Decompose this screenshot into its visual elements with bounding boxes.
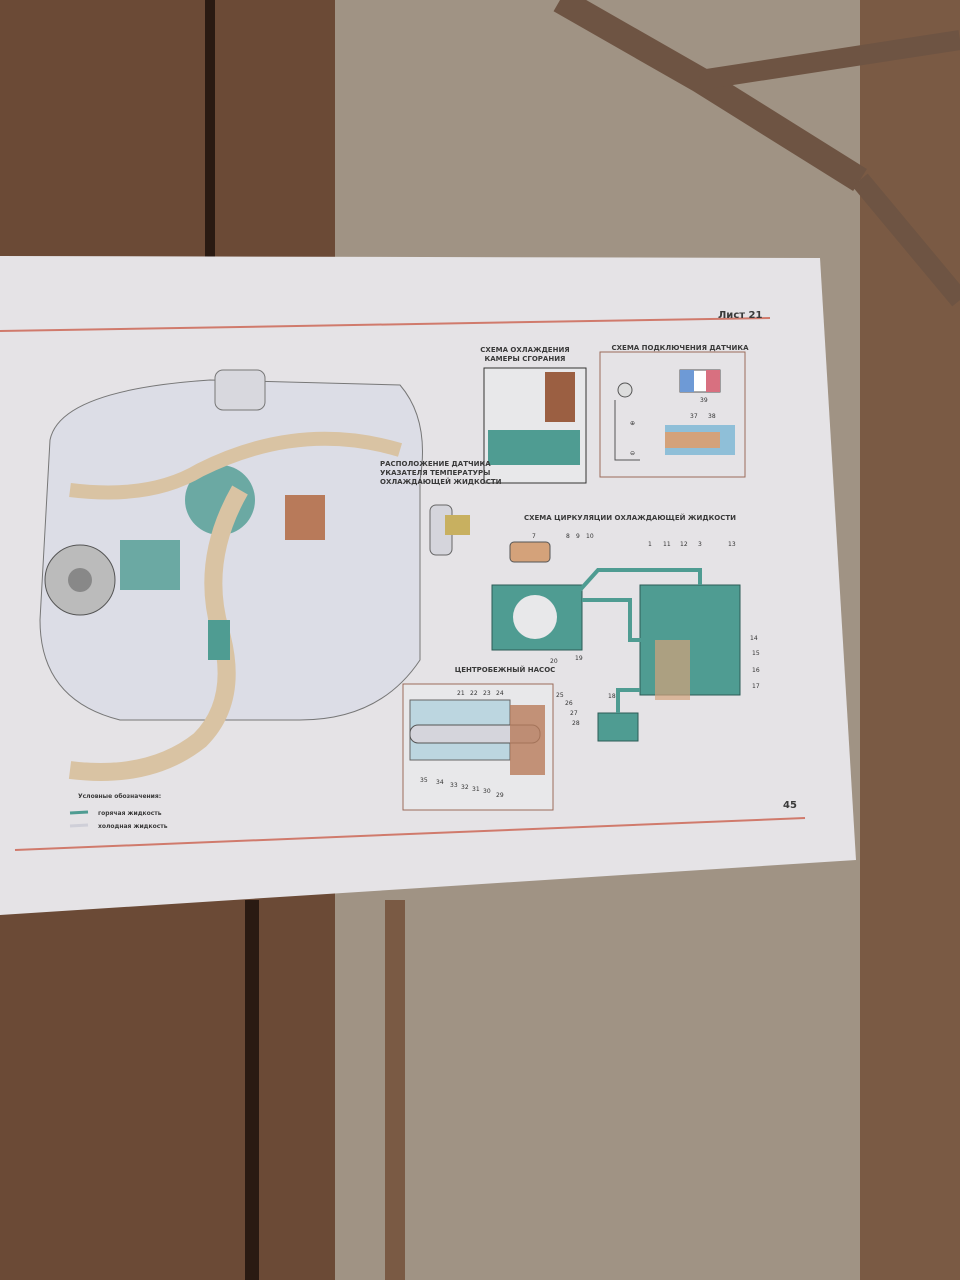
callout: 9 [576,533,580,540]
sheet-label: Лист 21 [718,310,762,321]
cold-fluid-arrow-icon [69,823,89,828]
callout: 12 [680,541,688,548]
carpet-dark-stripe [245,900,259,1280]
callout: 14 [750,635,758,642]
callout: 33 [450,782,458,789]
pump-title: ЦЕНТРОБЕЖНЫЙ НАСОС [455,665,556,674]
combustion-cooling-diagram [483,367,587,484]
callout: 32 [461,784,469,791]
callout: 11 [663,541,671,548]
carpet-pattern-line [698,30,960,90]
callout: 16 [752,667,760,674]
callout: 24 [496,690,504,697]
callout: 30 [483,788,491,795]
combustion-cooling-title-1: СХЕМА ОХЛАЖДЕНИЯ [480,346,569,354]
callout: 23 [483,690,491,697]
callout: 39 [700,397,708,404]
sensor-wiring-diagram: ⊕ ⊖ 39 37 38 [599,351,746,478]
legend: Условные обозначения: горячая жидкость х… [69,793,168,830]
svg-text:⊖: ⊖ [630,450,635,457]
callout: 8 [566,533,570,540]
legend-title: Условные обозначения: [78,793,161,800]
callout: 31 [472,786,480,793]
callout: 20 [550,658,558,665]
callout: 18 [608,693,616,700]
sensor-location-title-2: УКАЗАТЕЛЯ ТЕМПЕРАТУРЫ [380,469,490,477]
callout: 7 [532,533,536,540]
callout: 27 [570,710,578,717]
callout: 3 [698,541,702,548]
callout: 21 [457,690,465,697]
callout: 25 [556,692,564,699]
legend-cold: холодная жидкость [98,823,168,830]
circulation-diagram: 7 8 9 10 1 11 12 3 13 14 15 16 17 18 19 … [491,533,760,742]
callout: 34 [436,779,444,786]
carpet-dark-stripe [205,0,215,260]
sensor-wiring-title: СХЕМА ПОДКЛЮЧЕНИЯ ДАТЧИКА [612,344,750,352]
sensor-location-diagram [429,504,470,556]
callout: 1 [648,541,652,548]
callout: 28 [572,720,580,727]
circulation-title: СХЕМА ЦИРКУЛЯЦИИ ОХЛАЖДАЮЩЕЙ ЖИДКОСТИ [524,513,736,522]
hot-fluid-arrow-icon [69,810,89,815]
callout: 26 [565,700,573,707]
callout: 17 [752,683,760,690]
callout: 37 [690,413,698,420]
callout: 22 [470,690,478,697]
carpet-brown-band [385,900,405,1280]
callout: 15 [752,650,760,657]
carpet-pattern-line [852,173,960,307]
top-rule [0,317,771,332]
combustion-cooling-title-2: КАМЕРЫ СГОРАНИЯ [485,355,566,363]
callout: 13 [728,541,736,548]
callout: 19 [575,655,583,662]
page-number: 45 [783,800,797,811]
callout: 35 [420,777,428,784]
sensor-location-title-1: РАСПОЛОЖЕНИЕ ДАТЧИКА [380,460,491,468]
legend-hot: горячая жидкость [98,810,162,817]
sensor-location-title-3: ОХЛАЖДАЮЩЕЙ ЖИДКОСТИ [380,477,502,486]
callout: 29 [496,792,504,799]
callout: 10 [586,533,594,540]
callout: 38 [708,413,716,420]
engine-illustration [39,369,423,781]
svg-text:⊕: ⊕ [630,420,635,427]
bottom-rule [14,817,806,851]
pump-diagram: 21 22 23 24 25 26 27 28 35 34 33 32 31 3… [402,683,580,811]
